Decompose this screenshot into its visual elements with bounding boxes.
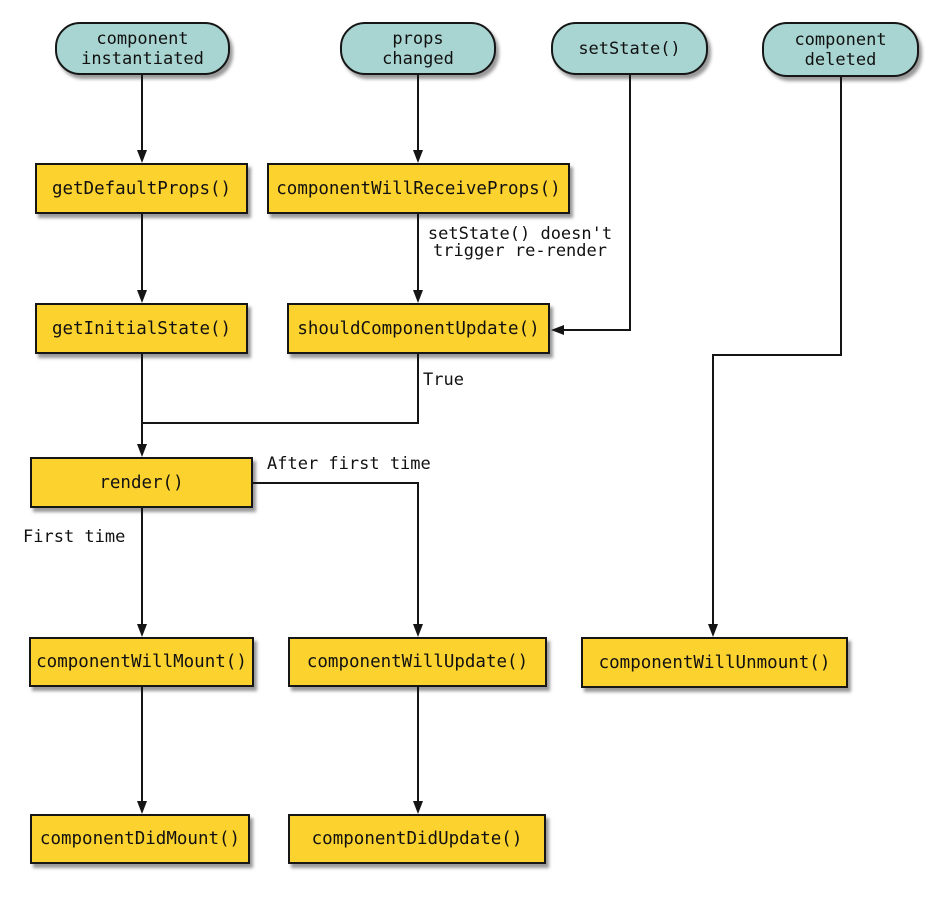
arrowhead-icon [413, 290, 423, 303]
arrowhead-icon [413, 801, 423, 814]
edge-getdefaultprops-getinitialstate [141, 214, 143, 291]
edge-deleted-willunmount-v1 [840, 77, 842, 356]
note-setstate-no-rerender: setState() doesn't trigger re-render [427, 224, 613, 261]
edge-shouldupdate-true-merge [417, 354, 419, 424]
label-after-first-time: After first time [267, 454, 431, 474]
node-setstate: setState() [551, 22, 708, 75]
arrowhead-icon [137, 444, 147, 457]
arrowhead-icon [413, 150, 423, 163]
arrowhead-icon [137, 624, 147, 637]
edge-merge-h [141, 422, 419, 424]
node-getdefaultprops: getDefaultProps() [35, 163, 248, 214]
edge-willupdate-didupdate [417, 687, 419, 802]
edge-render-willmount [141, 508, 143, 625]
node-render: render() [30, 457, 253, 508]
node-componentwillmount: componentWillMount() [29, 637, 254, 687]
label-first-time: First time [23, 527, 126, 547]
node-component-instantiated: component instantiated [55, 22, 230, 75]
edge-willmount-didmount [141, 687, 143, 802]
arrowhead-icon [708, 624, 718, 637]
edge-willreceiveprops-shouldupdate [417, 214, 419, 291]
node-shouldcomponentupdate: shouldComponentUpdate() [287, 303, 550, 354]
edge-getinitialstate-merge [141, 354, 143, 424]
arrowhead-icon [137, 150, 147, 163]
node-componentwillreceiveprops: componentWillReceiveProps() [267, 163, 570, 214]
node-getinitialstate: getInitialState() [35, 303, 248, 354]
arrowhead-icon [413, 624, 423, 637]
edge-render-willupdate-v [417, 482, 419, 625]
arrowhead-icon [551, 325, 564, 335]
edge-setstate-shouldupdate-v [629, 75, 631, 331]
node-component-deleted: component deleted [762, 22, 919, 77]
node-componentdidmount: componentDidMount() [30, 814, 250, 864]
edge-setstate-shouldupdate-h [562, 329, 631, 331]
edge-deleted-willunmount-h [712, 354, 842, 356]
node-componentdidupdate: componentDidUpdate() [288, 814, 546, 864]
edge-deleted-willunmount-v2 [712, 354, 714, 625]
label-true: True [423, 370, 464, 390]
edge-propschanged-willreceiveprops [417, 75, 419, 151]
arrowhead-icon [137, 290, 147, 303]
arrowhead-icon [137, 801, 147, 814]
edge-instantiated-getdefaultprops [141, 75, 143, 151]
node-componentwillupdate: componentWillUpdate() [288, 637, 547, 687]
node-componentwillunmount: componentWillUnmount() [581, 637, 848, 688]
node-props-changed: props changed [340, 22, 496, 75]
edge-render-willupdate-h [253, 482, 419, 484]
edge-merge-render [141, 422, 143, 445]
